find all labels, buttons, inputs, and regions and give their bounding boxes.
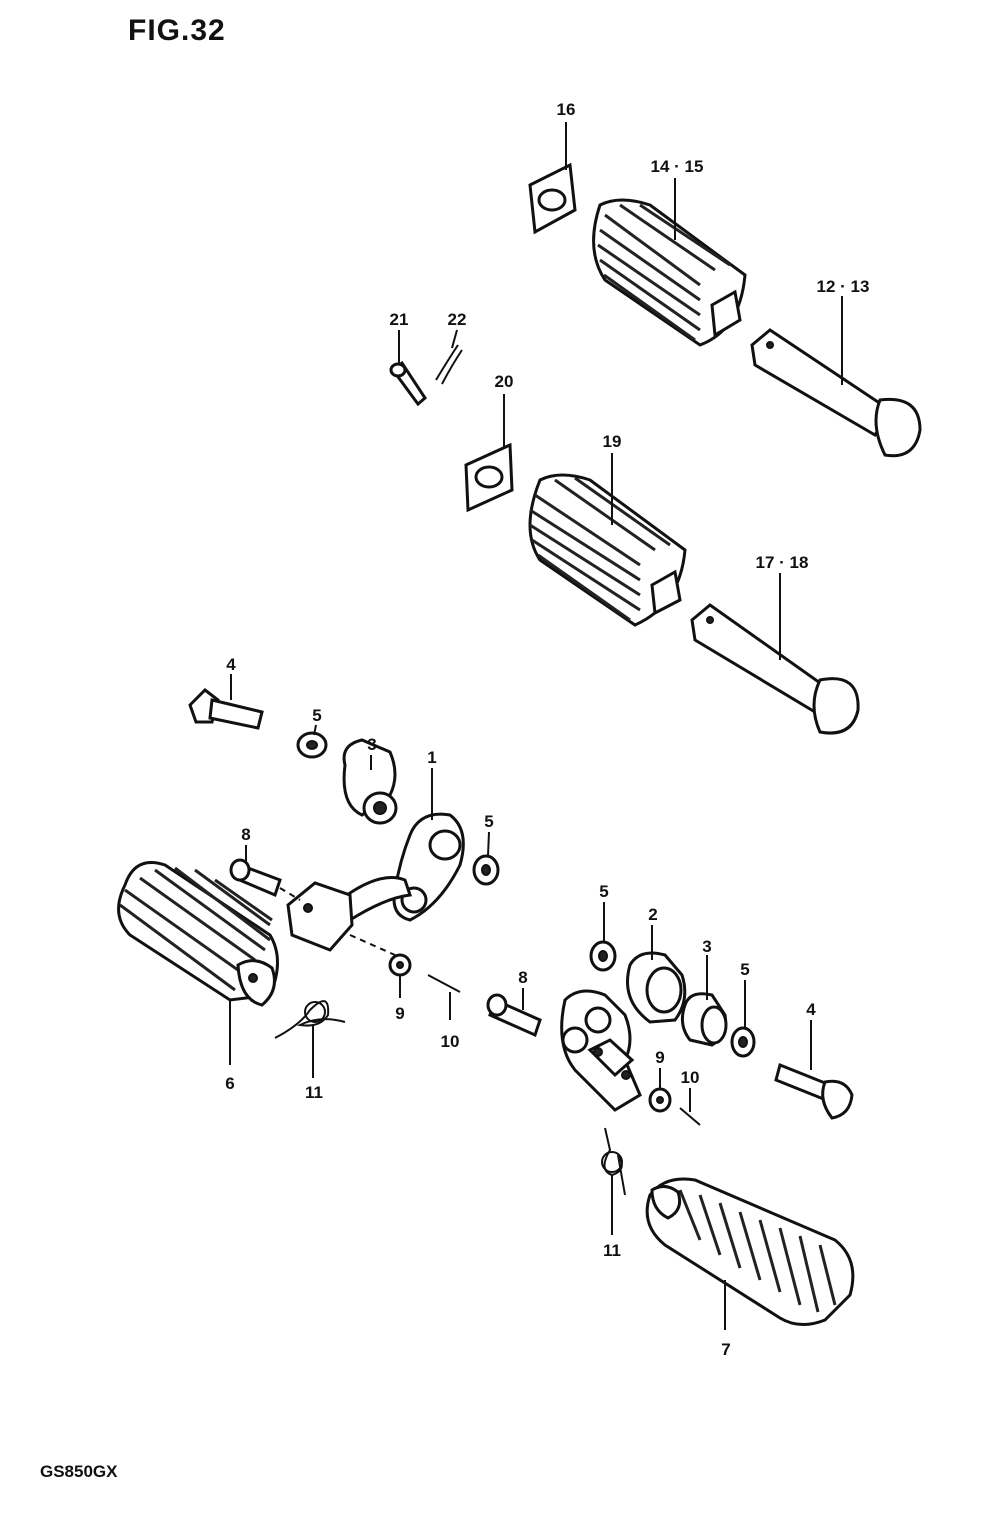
callout-11-right: 11: [603, 1241, 621, 1260]
callout-10-left: 10: [441, 1032, 460, 1051]
callout-22: 22: [448, 310, 467, 329]
callout-12-13: 12 · 13: [817, 277, 870, 296]
part-16-gasket: [528, 162, 577, 235]
part-12-13-footrest-pin: [750, 328, 922, 458]
part-4-bolt-left: [188, 688, 264, 730]
callout-4-left: 4: [226, 655, 236, 674]
callout-5-a: 5: [312, 706, 321, 725]
callout-2: 2: [648, 905, 657, 924]
part-5-washer-a: [296, 731, 328, 759]
part-5-washer-b: [472, 854, 500, 886]
callout-5-c: 5: [599, 882, 608, 901]
callout-8-left: 8: [241, 825, 250, 844]
leader-5-b: [487, 831, 490, 857]
callout-19: 19: [603, 432, 622, 451]
part-5-washer-d: [730, 1026, 756, 1058]
callout-4-right: 4: [806, 1000, 816, 1019]
part-3-bushing-b: [680, 992, 728, 1047]
figure-title: FIG.32: [128, 14, 226, 47]
callout-17-18: 17 · 18: [756, 553, 809, 572]
part-5-washer-c: [589, 940, 617, 972]
callout-14-15: 14 · 15: [651, 157, 704, 176]
part-right-footrest-bracket: [560, 989, 642, 1112]
callout-9-left: 9: [395, 1004, 404, 1023]
model-code: GS850GX: [40, 1462, 118, 1481]
part-9-washer-left: [388, 953, 412, 977]
callout-9-right: 9: [655, 1048, 664, 1067]
part-8-pin-right: [486, 993, 542, 1038]
part-11-spring-right: [601, 1127, 626, 1196]
leader-5-a: [313, 724, 317, 736]
leader-22: [451, 329, 458, 349]
callout-5-d: 5: [740, 960, 749, 979]
callout-10-right: 10: [681, 1068, 700, 1087]
callout-6: 6: [225, 1074, 234, 1093]
callout-20: 20: [495, 372, 514, 391]
part-22-cotter-pin: [435, 344, 463, 385]
part-1-footrest-bracket: [286, 812, 465, 952]
callout-3-a: 3: [367, 735, 376, 754]
part-7-footrest-right: [645, 1177, 855, 1326]
callout-7: 7: [721, 1340, 730, 1359]
callout-11-left: 11: [305, 1083, 323, 1102]
callout-21: 21: [390, 310, 409, 329]
callout-8-right: 8: [518, 968, 527, 987]
callout-16: 16: [557, 100, 576, 119]
part-17-18-footrest-pin: [690, 603, 860, 735]
callout-5-b: 5: [484, 812, 493, 831]
part-10-cotter-right: [679, 1107, 701, 1126]
part-3-bushing-a: [342, 738, 398, 825]
part-2-bushing: [626, 951, 687, 1024]
part-19-footrest-rubber: [528, 473, 687, 627]
callout-3-b: 3: [702, 937, 711, 956]
part-4-bolt-right: [774, 1062, 854, 1120]
part-9-washer-right: [648, 1087, 672, 1113]
part-6-footrest-left: [117, 861, 279, 1007]
part-21-clevis-pin: [389, 360, 427, 407]
part-14-15-footrest-rubber: [592, 198, 747, 347]
part-10-cotter-left: [427, 974, 461, 993]
part-11-spring-left: [274, 1000, 346, 1039]
part-8-pin-left: [229, 858, 282, 898]
part-20-gasket: [464, 442, 514, 513]
callout-1: 1: [427, 748, 436, 767]
